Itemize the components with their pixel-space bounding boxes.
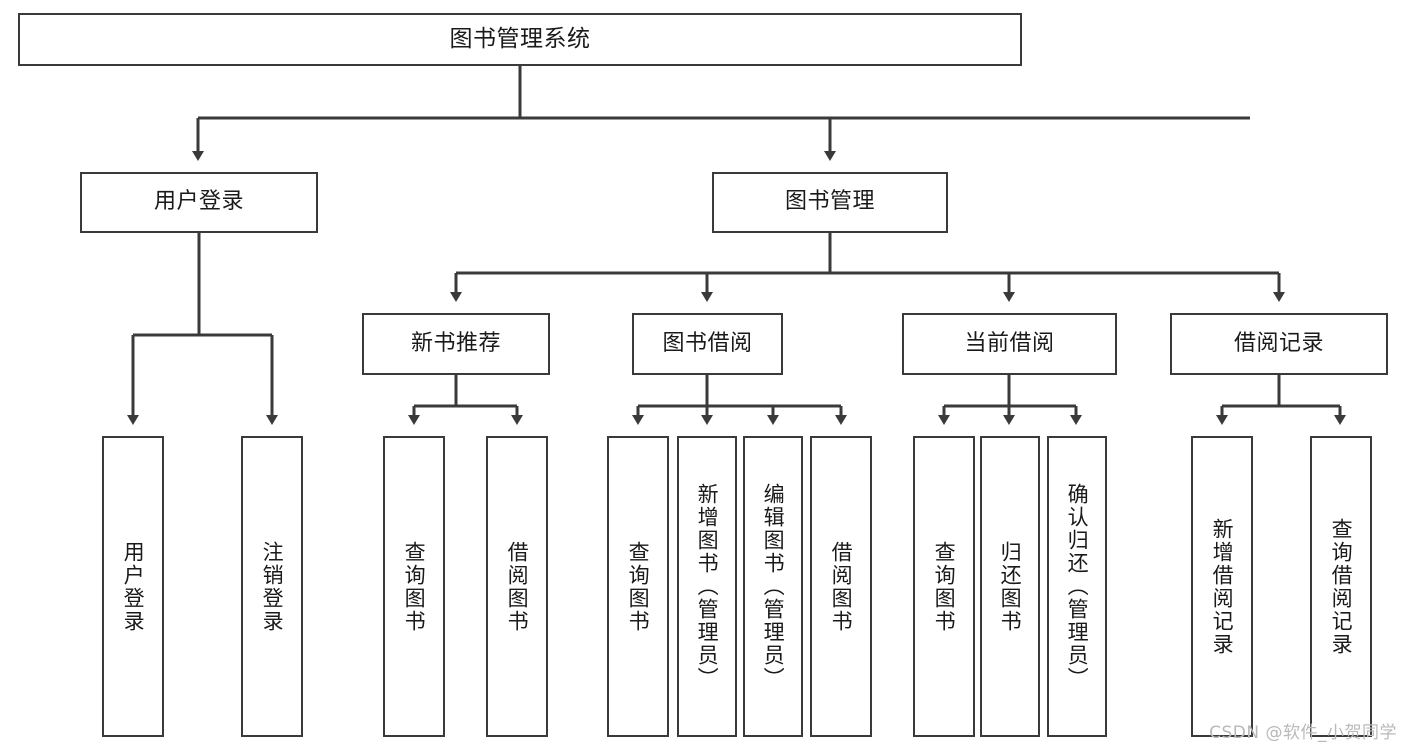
node-current-borrow[interactable]: 当前借阅 <box>902 313 1117 375</box>
leaf-new-book-query-label: 查询图书 <box>402 540 427 633</box>
leaf-new-book-borrow-label: 借阅图书 <box>505 540 530 633</box>
node-root[interactable]: 图书管理系统 <box>18 13 1022 66</box>
leaf-borrow-edit-book-label: 编辑图书（管理员） <box>761 483 786 690</box>
leaf-current-query-book[interactable]: 查询图书 <box>913 436 975 737</box>
node-user-login[interactable]: 用户登录 <box>80 172 318 233</box>
leaf-borrow-borrow-book[interactable]: 借阅图书 <box>810 436 872 737</box>
leaf-user-login-signout[interactable]: 注销登录 <box>241 436 303 737</box>
leaf-borrow-add-book-label: 新增图书（管理员） <box>695 483 720 690</box>
leaf-record-query[interactable]: 查询借阅记录 <box>1310 436 1372 737</box>
leaf-new-book-borrow[interactable]: 借阅图书 <box>486 436 548 737</box>
leaf-record-add-label: 新增借阅记录 <box>1210 517 1235 656</box>
leaf-new-book-query[interactable]: 查询图书 <box>383 436 445 737</box>
node-borrow-record[interactable]: 借阅记录 <box>1170 313 1388 375</box>
leaf-borrow-query-book[interactable]: 查询图书 <box>607 436 669 737</box>
leaf-borrow-add-book[interactable]: 新增图书（管理员） <box>677 436 737 737</box>
node-book-borrow[interactable]: 图书借阅 <box>632 313 783 375</box>
leaf-user-login-signin[interactable]: 用户登录 <box>102 436 164 737</box>
node-book-management[interactable]: 图书管理 <box>712 172 948 233</box>
node-current-borrow-label: 当前借阅 <box>964 330 1055 356</box>
leaf-current-confirm-return[interactable]: 确认归还（管理员） <box>1047 436 1107 737</box>
node-borrow-record-label: 借阅记录 <box>1233 330 1324 356</box>
leaf-current-confirm-return-label: 确认归还（管理员） <box>1065 483 1090 690</box>
node-new-book-recommend-label: 新书推荐 <box>410 330 501 356</box>
leaf-current-return-book-label: 归还图书 <box>998 540 1023 633</box>
csdn-watermark: CSDN @软件_小贺同学 <box>1209 723 1397 743</box>
node-user-login-label: 用户登录 <box>153 189 244 215</box>
leaf-user-login-signin-label: 用户登录 <box>121 540 146 633</box>
node-root-label: 图书管理系统 <box>449 25 591 52</box>
node-new-book-recommend[interactable]: 新书推荐 <box>362 313 550 375</box>
leaf-current-return-book[interactable]: 归还图书 <box>980 436 1040 737</box>
leaf-borrow-borrow-book-label: 借阅图书 <box>829 540 854 633</box>
leaf-user-login-signout-label: 注销登录 <box>260 540 285 633</box>
leaf-borrow-query-book-label: 查询图书 <box>626 540 651 633</box>
node-book-borrow-label: 图书借阅 <box>662 330 753 356</box>
leaf-record-add[interactable]: 新增借阅记录 <box>1191 436 1253 737</box>
leaf-current-query-book-label: 查询图书 <box>932 540 957 633</box>
node-book-management-label: 图书管理 <box>784 189 875 215</box>
leaf-record-query-label: 查询借阅记录 <box>1329 517 1354 656</box>
leaf-borrow-edit-book[interactable]: 编辑图书（管理员） <box>743 436 803 737</box>
